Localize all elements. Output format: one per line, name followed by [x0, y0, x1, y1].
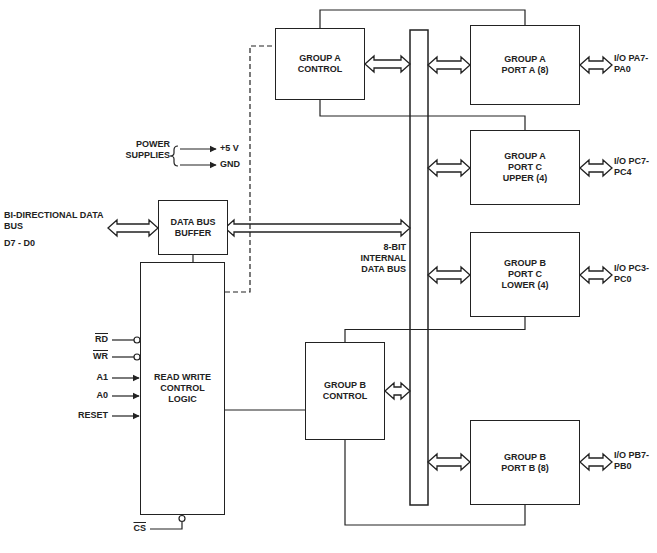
signal-label: CS: [118, 523, 146, 534]
signal-label: +5 V: [220, 143, 250, 154]
bus-arrow: [428, 160, 470, 176]
pin-wire: [150, 522, 182, 529]
pin-wire: [112, 339, 134, 340]
bus-arrow: [385, 383, 410, 399]
block-label: DATA BUS BUFFER: [164, 217, 222, 239]
pin-wire: [112, 415, 139, 416]
bus-arrow: [580, 57, 612, 73]
block-label: GROUP B CONTROL: [315, 380, 375, 402]
block-label: GROUP B PORT B (8): [499, 452, 551, 474]
active-low-bubble: [179, 516, 185, 522]
signal-label: I/O PC3-PC0: [614, 263, 656, 285]
signal-label: RD: [60, 334, 108, 345]
signal-label: I/O PB7-PB0: [614, 450, 656, 472]
bus-arrow: [365, 56, 410, 72]
block-box: GROUP A CONTROL: [275, 28, 365, 100]
signal-label: BI-DIRECTIONAL DATA BUS: [4, 210, 104, 232]
block-box: GROUP A PORT C UPPER (4): [470, 130, 580, 205]
signal-label: 8-BIT INTERNAL DATA BUS: [350, 242, 406, 274]
bus-arrow: [580, 267, 612, 283]
signal-label: POWER SUPPLIES: [106, 139, 170, 161]
internal-bus-bar: [410, 30, 428, 505]
signal-label: A0: [60, 390, 108, 401]
block-label: GROUP A CONTROL: [290, 53, 350, 75]
block-label: GROUP A PORT C UPPER (4): [499, 151, 551, 183]
bus-arrow: [428, 57, 470, 73]
block-label: READ WRITE CONTROL LOGIC: [148, 372, 218, 404]
block-label: GROUP B PORT C LOWER (4): [499, 258, 551, 290]
bus-arrow: [428, 267, 470, 283]
block-box: GROUP A PORT A (8): [470, 25, 580, 105]
signal-label: WR: [60, 351, 108, 362]
bus-arrow: [108, 220, 158, 236]
supply-line: [180, 148, 216, 149]
signal-label: I/O PA7-PA0: [614, 53, 656, 75]
pin-wire: [112, 395, 139, 396]
bus-arrow: [428, 454, 470, 470]
bus-arrow: [580, 454, 612, 470]
signal-label: A1: [60, 372, 108, 383]
bus-arrow: [225, 220, 410, 236]
block-box: GROUP B PORT B (8): [470, 420, 580, 505]
block-box: DATA BUS BUFFER: [158, 200, 228, 255]
signal-label: D7 - D0: [4, 238, 104, 249]
signal-label: GND: [220, 159, 250, 170]
pin-wire: [112, 356, 134, 357]
control-line: [225, 409, 305, 410]
signal-label: RESET: [60, 410, 108, 421]
bracket: [170, 146, 178, 166]
block-box: GROUP B PORT C LOWER (4): [470, 232, 580, 317]
block-box: READ WRITE CONTROL LOGIC: [140, 262, 225, 515]
pin-wire: [112, 377, 139, 378]
supply-line: [180, 164, 216, 165]
control-line: [192, 255, 193, 262]
bus-arrow: [580, 160, 612, 176]
signal-label: I/O PC7-PC4: [614, 156, 656, 178]
block-box: GROUP B CONTROL: [305, 342, 385, 440]
block-label: GROUP A PORT A (8): [499, 54, 551, 76]
control-line: [345, 317, 525, 342]
